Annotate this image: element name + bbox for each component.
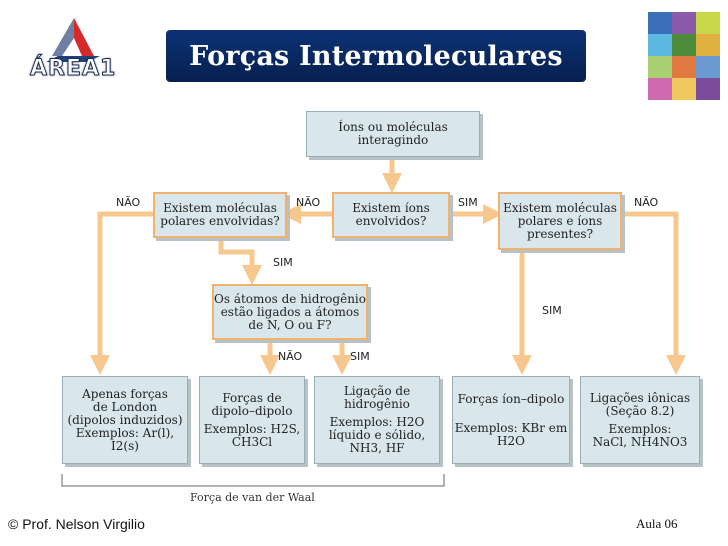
logo — [22, 12, 142, 88]
result-hbond-box: Ligação de hidrogênio Exemplos: H2O líqu… — [314, 376, 440, 464]
label-nao-polar-ions: NÃO — [634, 196, 659, 209]
page-title: Forças Intermoleculares — [166, 30, 586, 82]
label-sim-polar: SIM — [273, 256, 293, 269]
photo-collage-icon — [648, 12, 720, 100]
arrow-polar-to-hydrogen — [218, 236, 262, 285]
question-polar-ions-box: Existem moléculas polares e íons present… — [498, 192, 622, 250]
area1-logo-icon — [46, 18, 100, 62]
label-sim-h: SIM — [350, 350, 370, 363]
result-london-box: Apenas forças de London (dipolos induzid… — [62, 376, 188, 464]
arrow-polar-to-london — [90, 211, 153, 375]
van-der-waals-label: Força de van der Waal — [190, 491, 315, 504]
result-ionic-box: Ligações iônicas (Seção 8.2) Exemplos: N… — [580, 376, 700, 464]
label-nao-h: NÃO — [278, 350, 303, 363]
label-nao-ions: NÃO — [296, 196, 321, 209]
label-nao-polar: NÃO — [116, 196, 141, 209]
label-sim-polar-ions: SIM — [542, 304, 562, 317]
logo-text: ÁREA1 — [29, 56, 117, 82]
question-hydrogen-box: Os átomos de hidrogênio estão ligados a … — [212, 284, 368, 340]
lesson-number: Aula 06 — [636, 516, 678, 531]
label-sim-ions: SIM — [458, 196, 478, 209]
start-box: Íons ou moléculas interagindo — [306, 111, 480, 157]
arrow-polarions-to-ionic — [620, 211, 686, 375]
van-der-waals-bracket — [61, 474, 445, 487]
question-polar-box: Existem moléculas polares envolvidas? — [153, 192, 287, 238]
author-credit: © Prof. Nelson Virgilio — [8, 516, 145, 532]
result-ion-dipole-box: Forças íon–dipolo Exemplos: KBr em H2O — [452, 376, 570, 464]
result-dipole-box: Forças de dipolo–dipolo Exemplos: H2S, C… — [199, 376, 305, 464]
question-ions-box: Existem íons envolvidos? — [332, 192, 450, 238]
